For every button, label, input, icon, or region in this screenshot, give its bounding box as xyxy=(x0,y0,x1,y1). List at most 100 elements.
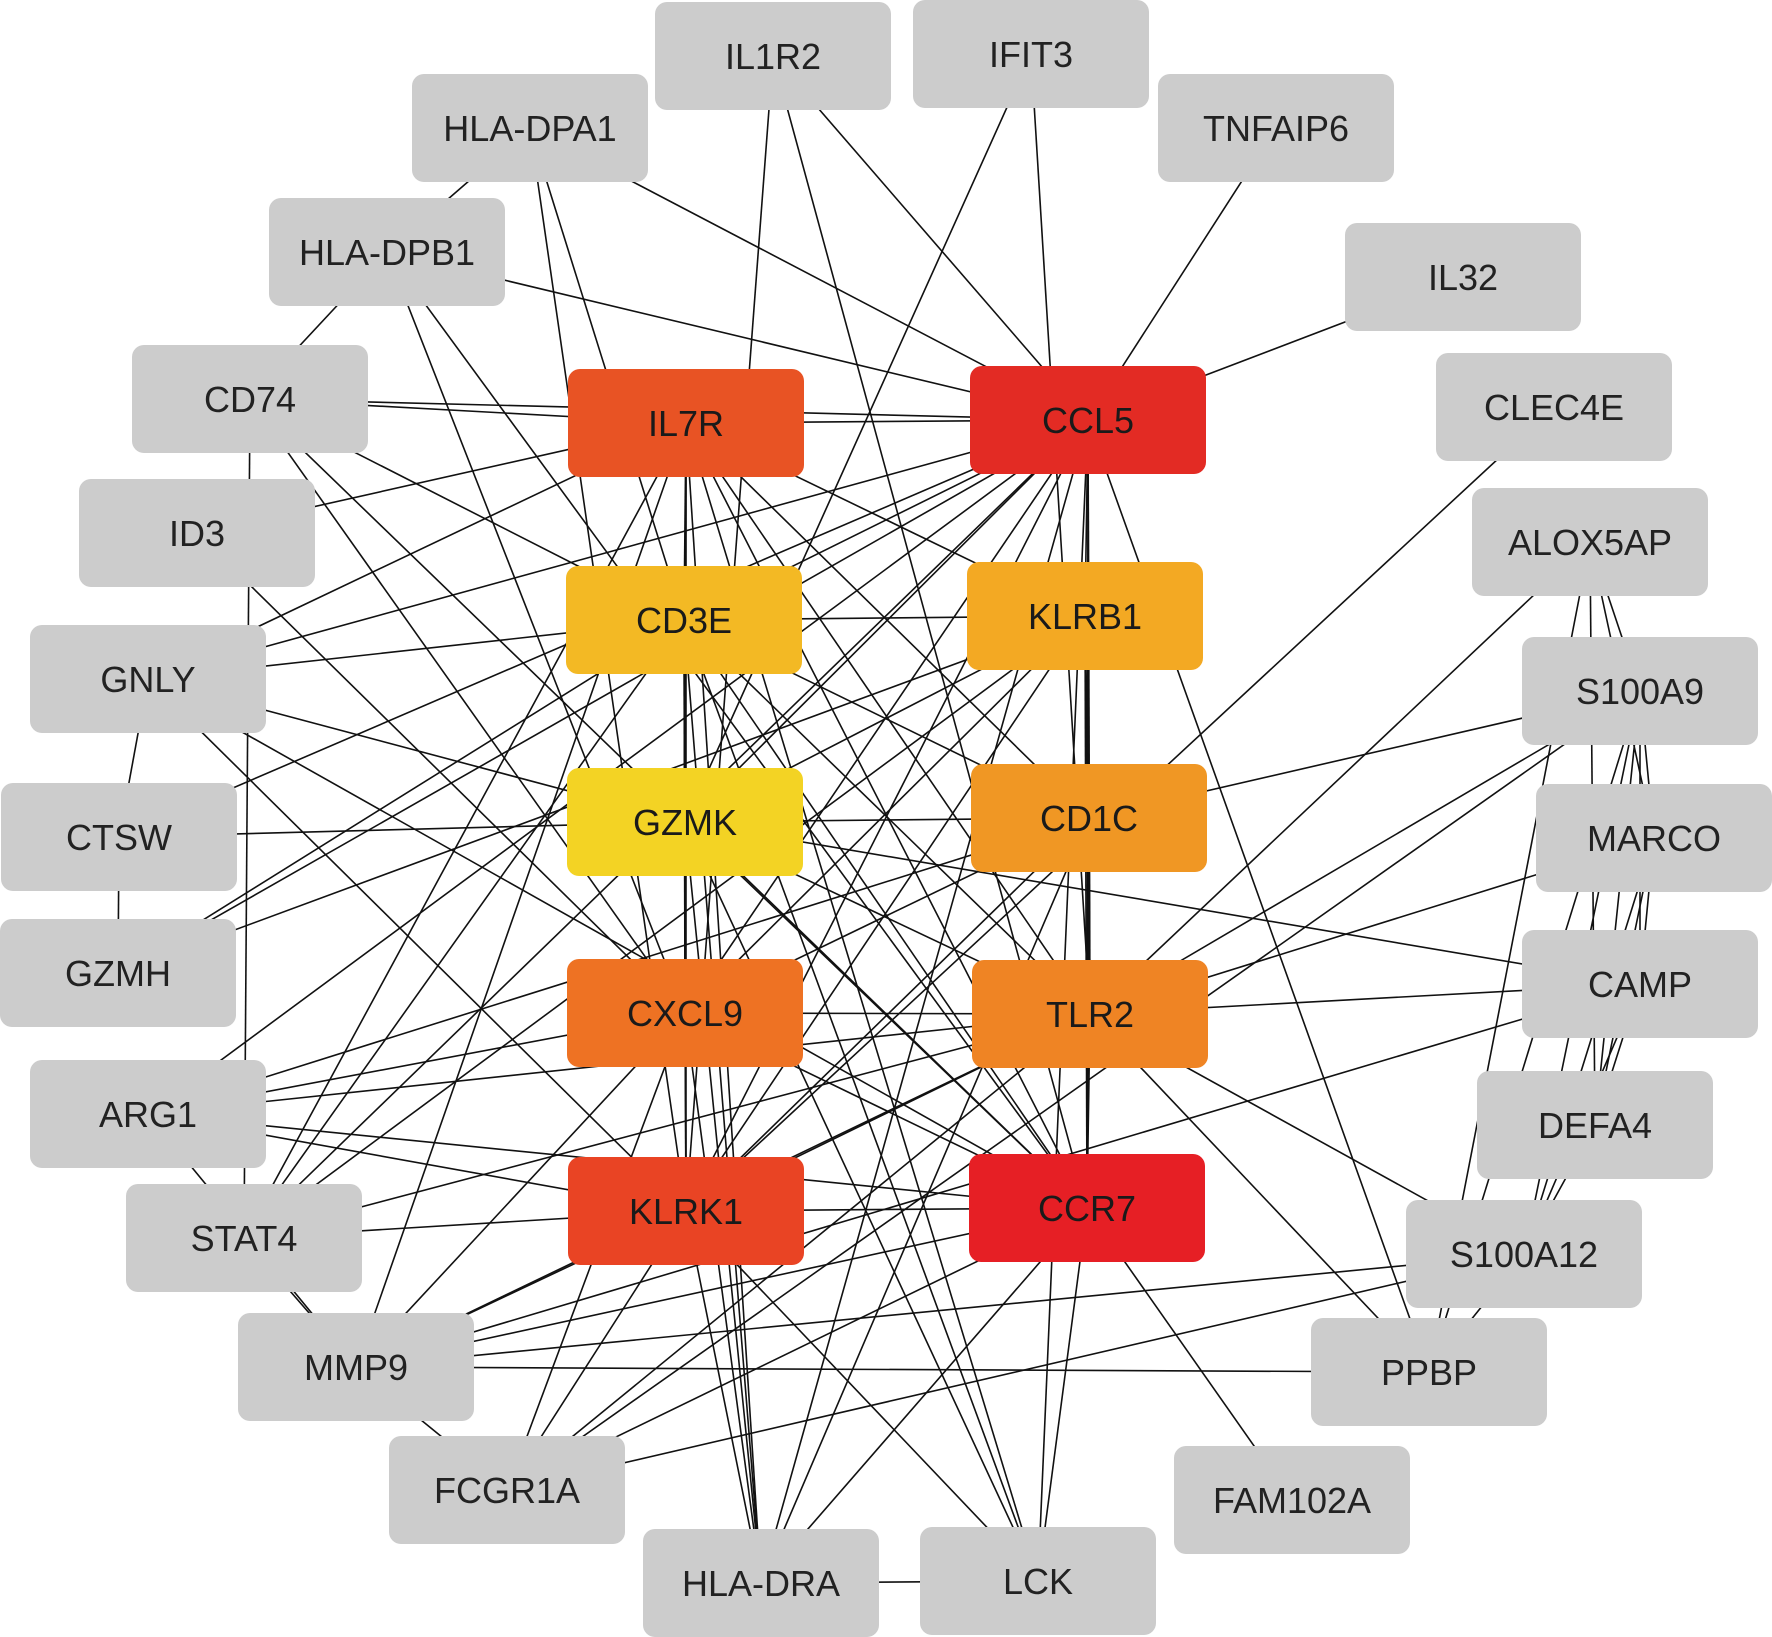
edge-CD3E-STAT4 xyxy=(243,619,685,1239)
node-label-CCR7: CCR7 xyxy=(1038,1188,1136,1229)
node-S100A9: S100A9 xyxy=(1522,637,1758,745)
node-box-GZMH xyxy=(0,919,236,1027)
node-ARG1: ARG1 xyxy=(30,1060,266,1168)
node-label-STAT4: STAT4 xyxy=(191,1218,298,1259)
node-label-S100A12: S100A12 xyxy=(1450,1234,1598,1275)
node-box-CD74 xyxy=(132,345,368,453)
node-label-DEFA4: DEFA4 xyxy=(1538,1105,1652,1146)
node-box-TLR2 xyxy=(972,960,1208,1068)
node-box-TNFAIP6 xyxy=(1158,74,1394,182)
edge-TLR2-STAT4 xyxy=(243,1013,1091,1239)
edge-TLR2-PPBP xyxy=(1089,1013,1430,1373)
node-label-LCK: LCK xyxy=(1003,1561,1073,1602)
node-box-IL7R xyxy=(568,369,804,477)
edge-CCR7-LCK xyxy=(1037,1207,1088,1582)
node-label-GZMK: GZMK xyxy=(633,802,737,843)
node-label-ARG1: ARG1 xyxy=(99,1094,197,1135)
node-label-CD74: CD74 xyxy=(204,379,296,420)
edge-FCGR1A-S100A9 xyxy=(506,690,1641,1491)
node-label-KLRK1: KLRK1 xyxy=(629,1191,743,1232)
node-box-DEFA4 xyxy=(1477,1071,1713,1179)
node-label-TLR2: TLR2 xyxy=(1046,994,1134,1035)
node-box-CXCL9 xyxy=(567,959,803,1067)
edge-KLRK1-LCK xyxy=(685,1210,1039,1582)
node-box-CD3E xyxy=(566,566,802,674)
node-label-GNLY: GNLY xyxy=(100,659,195,700)
edge-S100A9-DEFA4 xyxy=(1594,690,1641,1126)
node-box-ALOX5AP xyxy=(1472,488,1708,596)
node-box-HLA-DPA1 xyxy=(412,74,648,182)
node-box-CLEC4E xyxy=(1436,353,1672,461)
node-TNFAIP6: TNFAIP6 xyxy=(1158,74,1394,182)
node-ID3: ID3 xyxy=(79,479,315,587)
node-box-LCK xyxy=(920,1527,1156,1635)
node-STAT4: STAT4 xyxy=(126,1184,362,1292)
edge-CD1C-HLA-DRA xyxy=(760,817,1090,1584)
edge-KLRK1-GNLY xyxy=(147,678,687,1212)
node-box-FAM102A xyxy=(1174,1446,1410,1554)
node-TLR2: TLR2 xyxy=(972,960,1208,1068)
node-IL32: IL32 xyxy=(1345,223,1581,331)
node-CD3E: CD3E xyxy=(566,566,802,674)
edge-CXCL9-MMP9 xyxy=(355,1012,686,1368)
node-box-CTSW xyxy=(1,783,237,891)
node-label-MARCO: MARCO xyxy=(1587,818,1721,859)
node-FCGR1A: FCGR1A xyxy=(389,1436,625,1544)
node-IFIT3: IFIT3 xyxy=(913,0,1149,108)
node-label-CLEC4E: CLEC4E xyxy=(1484,387,1624,428)
edge-CCL5-KLRK1 xyxy=(685,419,1089,1212)
node-PPBP: PPBP xyxy=(1311,1318,1547,1426)
node-box-KLRK1 xyxy=(568,1157,804,1265)
node-CD74: CD74 xyxy=(132,345,368,453)
node-box-MMP9 xyxy=(238,1313,474,1421)
node-box-KLRB1 xyxy=(967,562,1203,670)
node-HLA-DPB1: HLA-DPB1 xyxy=(269,198,505,306)
node-box-CCR7 xyxy=(969,1154,1205,1262)
node-label-KLRB1: KLRB1 xyxy=(1028,596,1142,637)
edge-CCR7-MMP9 xyxy=(355,1207,1088,1368)
edge-CCR7-HLA-DPB1 xyxy=(386,251,1088,1209)
node-box-ARG1 xyxy=(30,1060,266,1168)
node-HLA-DPA1: HLA-DPA1 xyxy=(412,74,648,182)
node-box-IL32 xyxy=(1345,223,1581,331)
edge-CD3E-TLR2 xyxy=(683,619,1091,1015)
node-box-ID3 xyxy=(79,479,315,587)
node-label-CAMP: CAMP xyxy=(1588,964,1692,1005)
node-label-GZMH: GZMH xyxy=(65,953,171,994)
node-box-S100A9 xyxy=(1522,637,1758,745)
edge-CCL5-CXCL9 xyxy=(684,419,1089,1014)
edge-KLRK1-HLA-DRA xyxy=(685,1210,762,1584)
edge-FCGR1A-S100A12 xyxy=(506,1253,1525,1491)
node-box-GNLY xyxy=(30,625,266,733)
node-box-STAT4 xyxy=(126,1184,362,1292)
node-box-CD1C xyxy=(971,764,1207,872)
edge-CCR7-HLA-DRA xyxy=(760,1207,1088,1584)
node-CXCL9: CXCL9 xyxy=(567,959,803,1067)
edge-KLRB1-CCR7 xyxy=(1084,615,1088,1209)
node-label-IFIT3: IFIT3 xyxy=(989,34,1073,75)
node-CLEC4E: CLEC4E xyxy=(1436,353,1672,461)
node-label-CD1C: CD1C xyxy=(1040,798,1138,839)
node-CTSW: CTSW xyxy=(1,783,237,891)
edge-CD3E-GZMH xyxy=(117,619,685,974)
edge-CCL5-IL1R2 xyxy=(772,55,1089,421)
node-box-IL1R2 xyxy=(655,2,891,110)
node-KLRB1: KLRB1 xyxy=(967,562,1203,670)
node-IL7R: IL7R xyxy=(568,369,804,477)
node-label-CTSW: CTSW xyxy=(66,817,172,858)
edge-IL7R-TLR2 xyxy=(685,422,1091,1015)
node-box-FCGR1A xyxy=(389,1436,625,1544)
node-box-S100A12 xyxy=(1406,1200,1642,1308)
node-label-CCL5: CCL5 xyxy=(1042,400,1134,441)
node-box-HLA-DRA xyxy=(643,1529,879,1637)
edge-TLR2-ALOX5AP xyxy=(1089,541,1591,1015)
edge-CXCL9-CD74 xyxy=(249,398,686,1014)
node-box-CAMP xyxy=(1522,930,1758,1038)
node-label-IL32: IL32 xyxy=(1428,257,1498,298)
node-LCK: LCK xyxy=(920,1527,1156,1635)
node-label-ALOX5AP: ALOX5AP xyxy=(1508,522,1672,563)
node-KLRK1: KLRK1 xyxy=(568,1157,804,1265)
node-DEFA4: DEFA4 xyxy=(1477,1071,1713,1179)
node-FAM102A: FAM102A xyxy=(1174,1446,1410,1554)
